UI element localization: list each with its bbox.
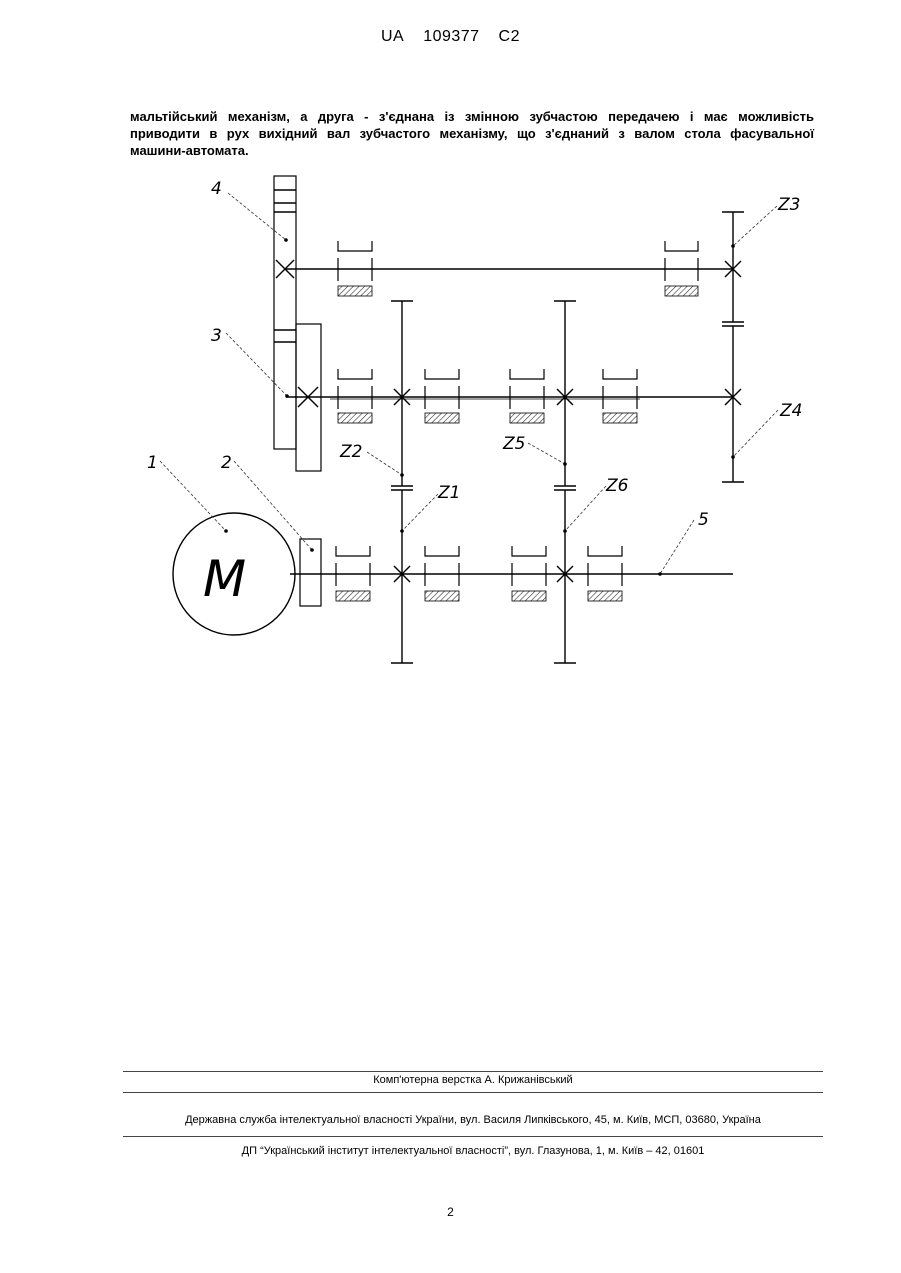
footer-rule-middle — [123, 1092, 823, 1093]
leader-dots — [224, 238, 735, 576]
label-5: 5 — [698, 510, 709, 530]
kinematic-diagram: 4 3 1 2 Z2 Z1 Z5 Z6 5 Z3 Z4 M — [0, 0, 901, 700]
footer-rule-bottom — [123, 1136, 823, 1137]
footer-office-address: Державна служба інтелектуальної власност… — [123, 1114, 823, 1126]
label-3: 3 — [211, 326, 222, 346]
label-1: 1 — [147, 453, 158, 473]
label-z3: Z3 — [777, 195, 800, 215]
gear-4 — [274, 176, 296, 449]
leader-lines — [160, 193, 778, 574]
motor-symbol: M — [203, 550, 246, 608]
label-2: 2 — [221, 453, 232, 473]
footer-layout-credit: Комп'ютерна верстка А. Крижанівський — [123, 1074, 823, 1086]
label-4: 4 — [211, 179, 222, 199]
label-z6: Z6 — [605, 476, 629, 496]
label-z5: Z5 — [502, 434, 525, 454]
label-z4: Z4 — [779, 401, 802, 421]
footer-institute-address: ДП “Український інститут інтелектуальної… — [123, 1145, 823, 1157]
page-number: 2 — [0, 1205, 901, 1219]
label-z2: Z2 — [339, 442, 362, 462]
label-z1: Z1 — [437, 483, 460, 503]
footer-rule-top — [123, 1071, 823, 1072]
